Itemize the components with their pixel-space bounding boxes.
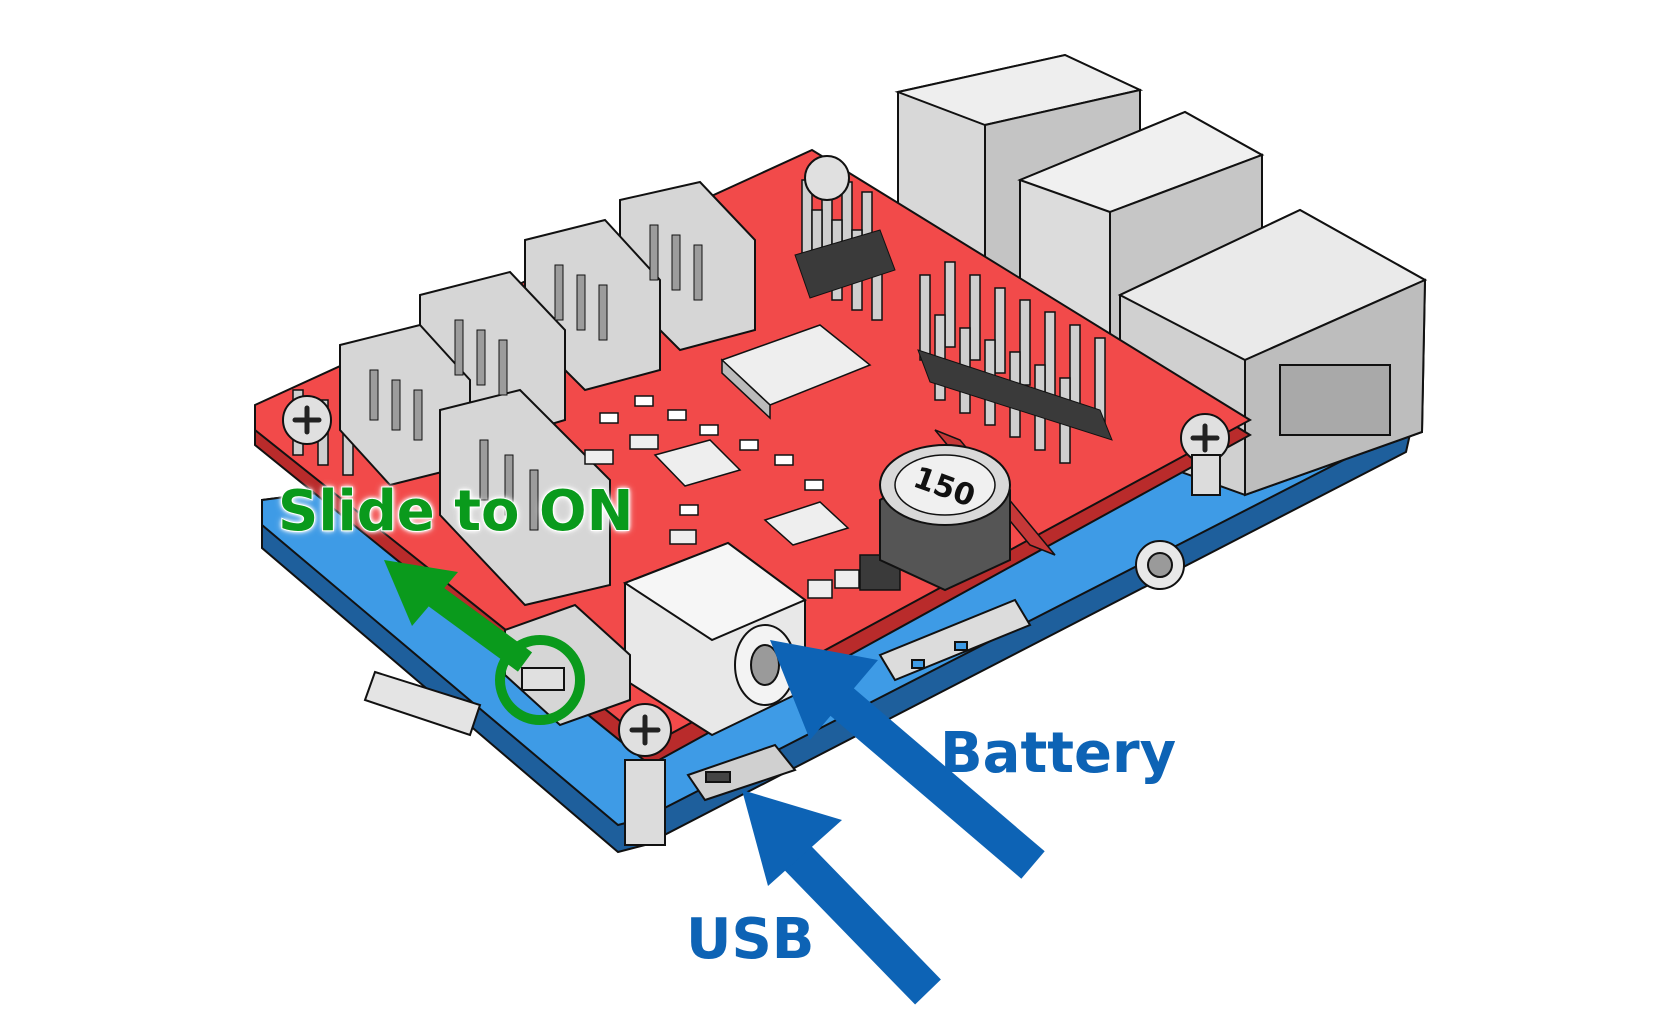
usb-label: USB [686,912,815,968]
inductor: 150 [880,445,1010,590]
slide-to-on-label: Slide to ON [278,484,634,540]
battery-label: Battery [940,726,1176,782]
